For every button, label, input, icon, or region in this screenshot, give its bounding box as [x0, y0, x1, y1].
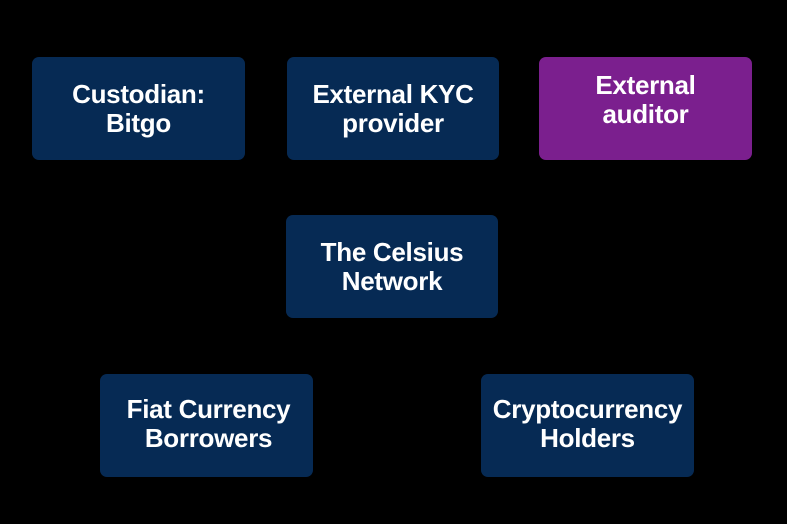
external-auditor-node: External auditor [539, 57, 752, 160]
external-auditor-label: External auditor [595, 69, 696, 129]
celsius-network-label: The Celsius Network [320, 236, 464, 296]
cryptocurrency-holders-label: Cryptocurrency Holders [492, 393, 683, 453]
custodian-bitgo-label: Custodian: Bitgo [72, 78, 205, 138]
external-kyc-provider-node: External KYC provider [287, 57, 499, 160]
celsius-network-node: The Celsius Network [286, 215, 498, 318]
custodian-bitgo-node: Custodian: Bitgo [32, 57, 245, 160]
cryptocurrency-holders-node: Cryptocurrency Holders [481, 374, 694, 477]
external-kyc-provider-label: External KYC provider [312, 78, 474, 138]
fiat-currency-borrowers-label: Fiat Currency Borrowers [126, 393, 291, 453]
fiat-currency-borrowers-node: Fiat Currency Borrowers [100, 374, 313, 477]
